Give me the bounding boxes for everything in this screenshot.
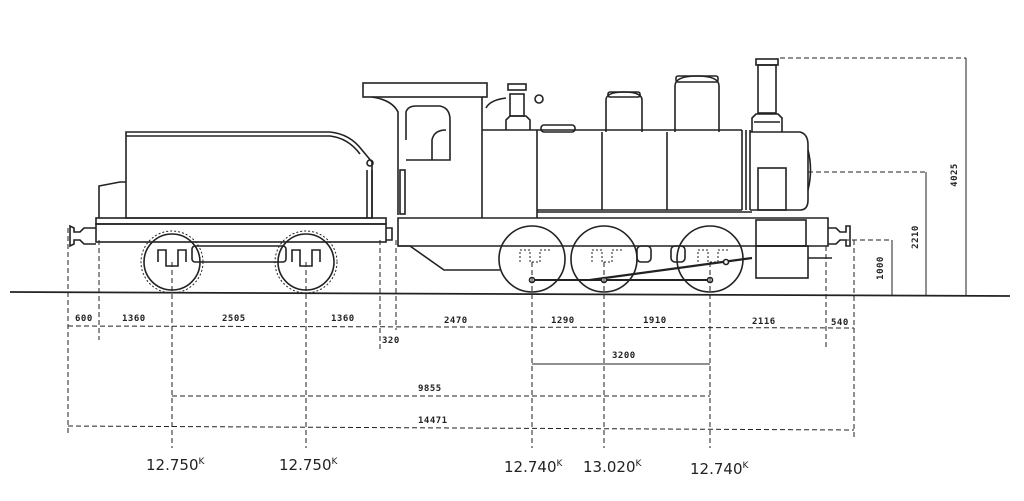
dim-wheelbase-total: 9855 [418,384,442,394]
dim-2116: 2116 [752,317,776,327]
dim-600: 600 [75,314,93,324]
axle-load-3: 12.740K [504,458,563,476]
dim-length-over-buffers: 14471 [418,416,448,426]
dim-wheelbase-loco: 3200 [612,351,636,361]
dim-buffer-height: 1000 [875,256,886,280]
tender [69,131,393,294]
dim-2470: 2470 [444,316,468,326]
dim-2505: 2505 [222,314,246,324]
axle-load-1: 12.750K [146,456,205,474]
dim-1910: 1910 [643,316,667,326]
axle-load-2: 12.750K [279,456,338,474]
axle-load-5: 12.740K [690,460,749,478]
dim-1360-rear: 1360 [122,314,146,324]
rail-line [9,291,1011,297]
dim-540: 540 [831,318,849,328]
locomotive [362,58,851,293]
dim-overall-height: 4025 [949,163,960,187]
dim-320: 320 [382,336,400,346]
axle-load-4: 13.020K [583,458,642,476]
dim-boiler-height: 2210 [910,225,921,249]
dim-1360-front: 1360 [331,314,355,324]
dim-1290: 1290 [551,316,575,326]
dimension-lines [67,57,967,448]
driving-wheel-1 [498,225,566,293]
